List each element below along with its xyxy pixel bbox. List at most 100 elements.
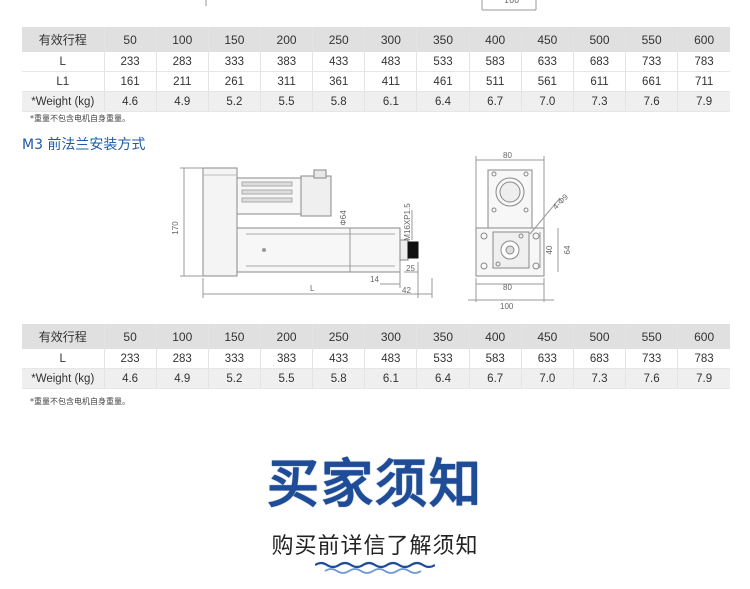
value-cell: 633: [521, 52, 574, 72]
header-stroke-cell: 600: [677, 27, 730, 52]
header-stroke-cell: 550: [625, 324, 679, 349]
value-cell: 233: [104, 52, 157, 72]
value-cell: 7.6: [625, 368, 679, 389]
value-cell: 4.6: [104, 91, 157, 112]
header-stroke-cell: 350: [416, 324, 470, 349]
end-view: [475, 169, 545, 277]
value-cell: 5.2: [208, 368, 261, 389]
header-stroke-cell: 500: [573, 27, 627, 52]
header-stroke-cell: 150: [208, 27, 261, 52]
header-stroke-cell: 250: [312, 324, 366, 349]
header-stroke-cell: 300: [364, 27, 418, 52]
value-cell: 283: [156, 349, 209, 369]
top-dim-100: 100: [504, 0, 520, 5]
value-cell: 333: [208, 52, 261, 72]
value-cell: 5.2: [208, 91, 261, 112]
dim-phi64: Φ64: [339, 210, 348, 226]
value-cell: 683: [573, 349, 627, 369]
value-cell: 233: [104, 349, 157, 369]
header-stroke-cell: 450: [521, 27, 574, 52]
value-cell: 7.3: [573, 368, 627, 389]
header-stroke-cell: 400: [469, 27, 522, 52]
value-cell: 7.0: [521, 91, 574, 112]
value-cell: 6.4: [416, 91, 470, 112]
actuator-tube: [236, 227, 419, 273]
end-dim-64: 64: [563, 245, 572, 254]
value-cell: 583: [469, 52, 522, 72]
value-cell: 6.1: [364, 368, 418, 389]
value-cell: 6.4: [416, 368, 470, 389]
buyer-notice-title: 买家须知: [266, 455, 483, 515]
header-stroke-cell: 100: [156, 27, 209, 52]
value-cell: 461: [416, 71, 470, 92]
value-cell: 5.8: [312, 91, 366, 112]
value-cell: 533: [416, 349, 470, 369]
weight-note-1: *重量不包含电机自身重量。: [30, 114, 130, 123]
value-cell: 411: [364, 71, 418, 92]
header-stroke-cell: 550: [625, 27, 679, 52]
header-stroke-cell: 100: [156, 324, 209, 349]
value-cell: 6.7: [469, 91, 522, 112]
value-cell: 711: [677, 71, 730, 92]
value-cell: 383: [260, 349, 314, 369]
side-view-dimensions: [180, 167, 433, 298]
header-stroke-cell: 250: [312, 27, 366, 52]
value-cell: 311: [260, 71, 314, 92]
buyer-notice-subtitle: 购买前详信了解须知: [271, 534, 479, 559]
value-cell: 7.9: [677, 91, 730, 112]
dim-14: 14: [370, 275, 379, 284]
header-stroke-cell: 400: [469, 324, 522, 349]
value-cell: 361: [312, 71, 366, 92]
header-stroke-cell: 150: [208, 324, 261, 349]
row-label-cell: *Weight (kg): [22, 368, 105, 389]
header-stroke-cell: 200: [260, 27, 314, 52]
value-cell: 783: [677, 52, 730, 72]
value-cell: 433: [312, 52, 366, 72]
header-stroke-cell: 50: [104, 27, 157, 52]
header-label-cell: 有效行程: [22, 324, 105, 349]
wave-decoration: [315, 561, 435, 574]
row-label-cell: *Weight (kg): [22, 91, 105, 112]
dim-42: 42: [402, 286, 411, 295]
value-cell: 383: [260, 52, 314, 72]
value-cell: 283: [156, 52, 209, 72]
value-cell: 5.5: [260, 368, 314, 389]
header-stroke-cell: 300: [364, 324, 418, 349]
row-label-cell: L: [22, 52, 105, 72]
value-cell: 783: [677, 349, 730, 369]
weight-note-2: *重量不包含电机自身重量。: [30, 397, 130, 406]
end-dim-40: 40: [545, 245, 554, 254]
header-stroke-cell: 450: [521, 324, 574, 349]
value-cell: 4.9: [156, 368, 209, 389]
value-cell: 733: [625, 52, 679, 72]
end-dim-80-top: 80: [503, 151, 512, 160]
m3-flange-drawing: 170 Φ64 M16XP1.5 14 25 42 L 80 4-Φ9 40 6…: [171, 151, 572, 311]
header-stroke-cell: 500: [573, 324, 627, 349]
row-label-cell: L: [22, 349, 105, 369]
dim-25: 25: [406, 264, 415, 273]
value-cell: 433: [312, 349, 366, 369]
value-cell: 533: [416, 52, 470, 72]
motor-body: [236, 169, 332, 217]
value-cell: 6.1: [364, 91, 418, 112]
end-view-dimensions: [468, 156, 561, 302]
value-cell: 6.7: [469, 368, 522, 389]
dim-170: 170: [171, 221, 180, 235]
value-cell: 4.9: [156, 91, 209, 112]
header-stroke-cell: 50: [104, 324, 157, 349]
value-cell: 4.6: [104, 368, 157, 389]
header-label-cell: 有效行程: [22, 27, 105, 52]
value-cell: 7.3: [573, 91, 627, 112]
value-cell: 633: [521, 349, 574, 369]
value-cell: 683: [573, 52, 627, 72]
value-cell: 211: [156, 71, 209, 92]
value-cell: 333: [208, 349, 261, 369]
dim-thread: M16XP1.5: [403, 203, 412, 241]
end-dim-80-bottom: 80: [503, 283, 512, 292]
